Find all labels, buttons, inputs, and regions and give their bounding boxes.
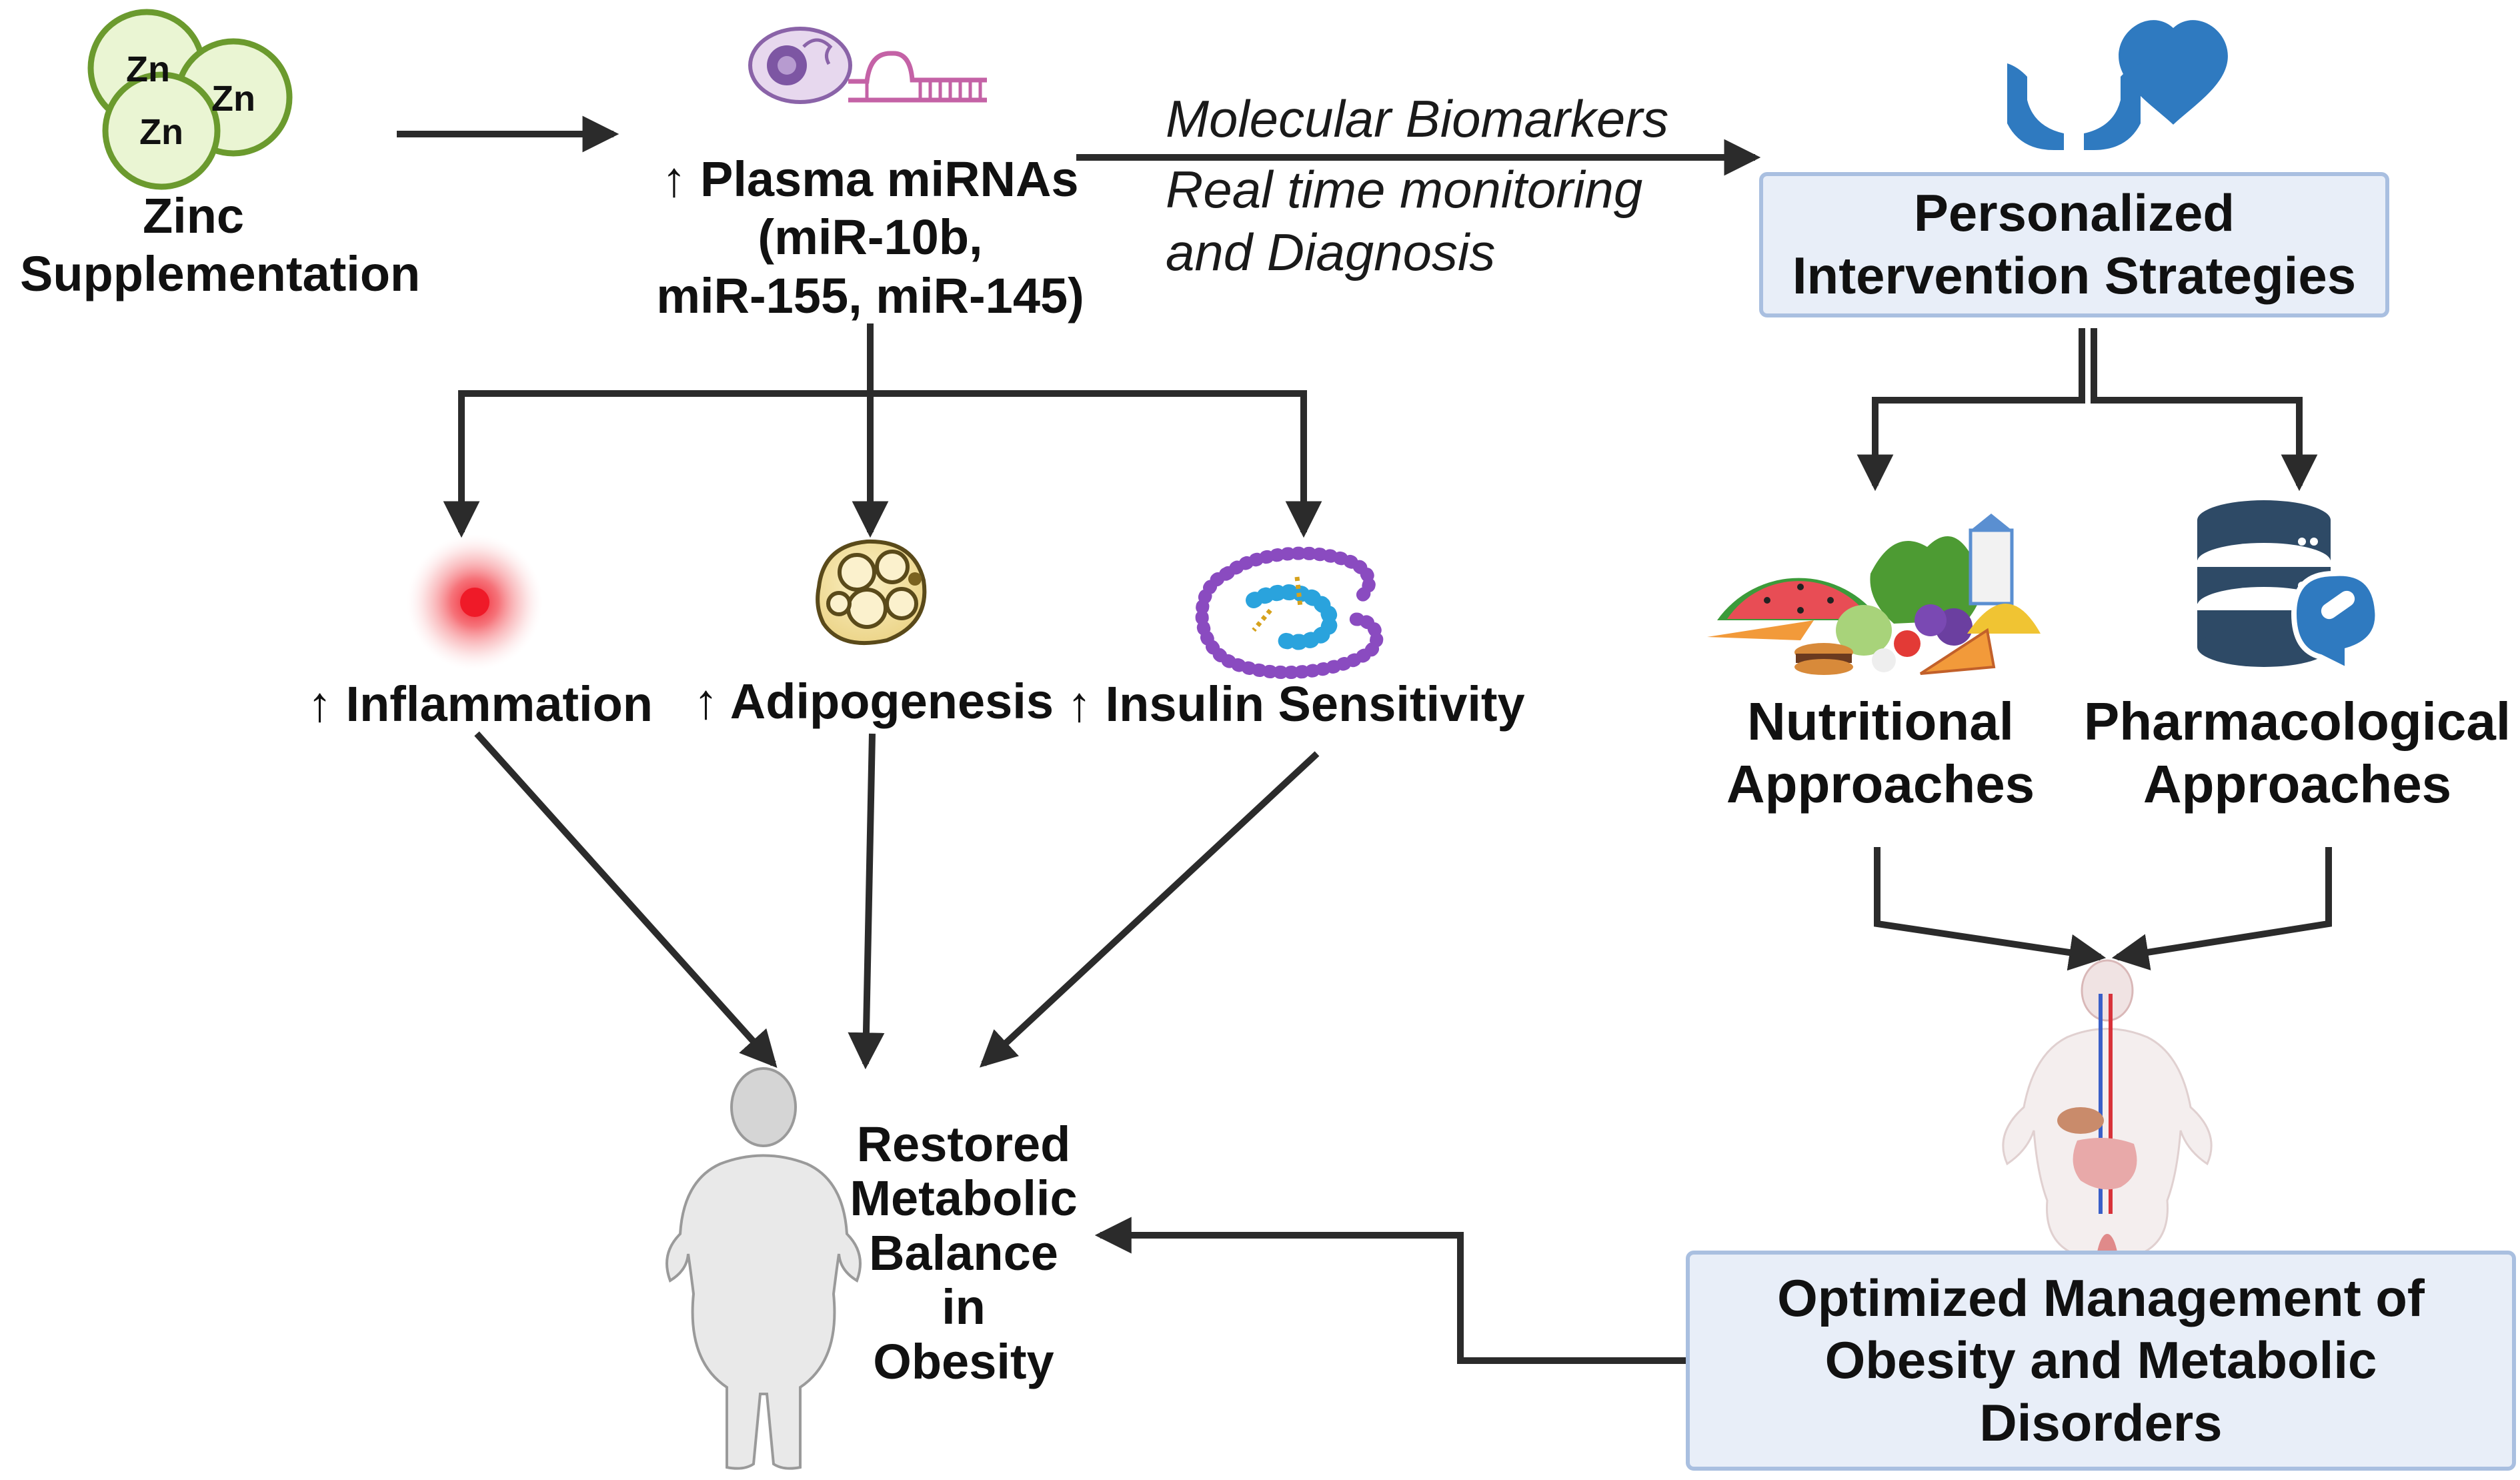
- mirna-cell-icon: [748, 27, 987, 104]
- inflammation-icon: [407, 534, 543, 670]
- zinc-coins-icon: [87, 9, 293, 190]
- food-icon: [1707, 514, 2041, 675]
- restored-balance-label: Restored Metabolic Balance in Obesity: [820, 1117, 1107, 1389]
- arrow-pharma-to-body: [2111, 847, 2332, 970]
- pharma-line2: Approaches: [2143, 754, 2452, 814]
- insulin-chains-icon: [1195, 546, 1384, 680]
- mirna-label: ↑ Plasma miRNAs (miR-10b, miR-155, miR-1…: [620, 150, 1120, 325]
- optimized-management-box: Optimized Management of Obesity and Meta…: [1686, 1251, 2516, 1471]
- zinc-label-line2: Supplementation: [20, 246, 421, 302]
- arrow-optimized-to-restored: [1094, 1217, 1687, 1364]
- zinc-label-line1: Zinc: [142, 188, 245, 243]
- restored-line2: Metabolic: [850, 1171, 1078, 1227]
- zinc-label: Zinc Supplementation: [20, 187, 421, 303]
- care-hands-heart-icon: [2006, 20, 2228, 150]
- mirna-label-line3: miR-155, miR-145): [656, 267, 1084, 323]
- person-silhouette-icon: [666, 1067, 862, 1470]
- database-pill-icon: [2197, 500, 2381, 675]
- nutritional-line1: Nutritional: [1747, 692, 2014, 751]
- restored-line3: Balance: [869, 1225, 1058, 1281]
- zinc-coin-label-2: Zn: [211, 79, 255, 119]
- arrow-adipogenesis-to-person: [848, 733, 885, 1070]
- arrow-inflammation-to-person: [474, 731, 778, 1068]
- biomarkers-line3: and Diagnosis: [1166, 222, 1496, 281]
- restored-line1: Restored: [856, 1117, 1071, 1172]
- biomarkers-sublabel: Real time monitoring and Diagnosis: [1166, 159, 1642, 283]
- personalized-strategies-text: Personalized Intervention Strategies: [1792, 183, 2357, 305]
- biomarkers-line1: Molecular Biomarkers: [1166, 89, 1669, 148]
- mirna-label-line1: ↑ Plasma miRNAs: [662, 151, 1079, 207]
- optimized-management-text: Optimized Management of Obesity and Meta…: [1777, 1268, 2425, 1452]
- pharmacological-approaches-label: Pharmacological Approaches: [2081, 690, 2514, 816]
- pharma-line1: Pharmacological: [2083, 692, 2511, 751]
- zinc-coin-label-3: Zn: [139, 112, 183, 152]
- adipocyte-icon: [816, 539, 927, 646]
- inflammation-label: ↑ Inflammation: [307, 676, 654, 732]
- restored-line5: Obesity: [873, 1333, 1054, 1389]
- zinc-coin-label-1: Zn: [126, 49, 170, 89]
- arrow-to-insulin: [870, 390, 1322, 538]
- arrow-box-to-pharma: [2091, 328, 2318, 492]
- restored-line4: in: [942, 1279, 986, 1335]
- arrow-box-to-nutritional: [1856, 328, 2085, 492]
- personalized-strategies-box: Personalized Intervention Strategies: [1759, 172, 2389, 317]
- nutritional-line2: Approaches: [1726, 754, 2035, 814]
- biomarkers-label: Molecular Biomarkers: [1166, 88, 1668, 151]
- body-anatomy-icon: [2002, 959, 2213, 1323]
- nutritional-approaches-label: Nutritional Approaches: [1694, 690, 2067, 816]
- arrows: [397, 115, 2332, 1364]
- mirna-label-line2: (miR-10b,: [758, 209, 983, 265]
- biomarkers-line2: Real time monitoring: [1166, 160, 1643, 219]
- arrow-insulin-to-person: [979, 751, 1320, 1068]
- arrow-nutritional-to-body: [1874, 847, 2107, 971]
- arrow-to-inflammation: [443, 390, 870, 538]
- adipogenesis-label: ↑ Adipogenesis: [693, 674, 1054, 729]
- insulin-sensitivity-label: ↑ Insulin Sensitivity: [1067, 676, 1525, 732]
